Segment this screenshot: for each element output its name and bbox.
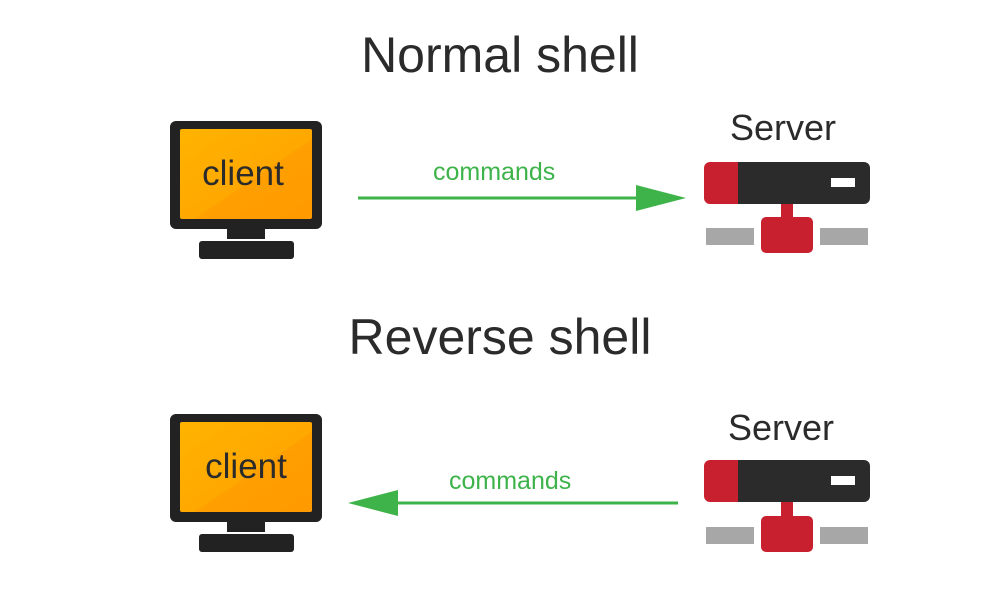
server-icon [704,162,870,253]
client-label-normal: client [202,154,284,193]
reverse-shell-title: Reverse shell [348,309,652,365]
arrow-right-icon [358,185,686,211]
server-label-reverse: Server [728,407,835,448]
commands-label-reverse: commands [449,467,572,495]
server-label-normal: Server [730,107,837,148]
arrow-left-icon [348,490,678,516]
commands-label-normal: commands [433,158,556,186]
server-icon [704,460,870,552]
client-label-reverse: client [205,447,287,486]
client-monitor-icon: client [170,121,322,259]
normal-shell-title: Normal shell [361,27,639,83]
client-monitor-icon: client [170,414,322,552]
